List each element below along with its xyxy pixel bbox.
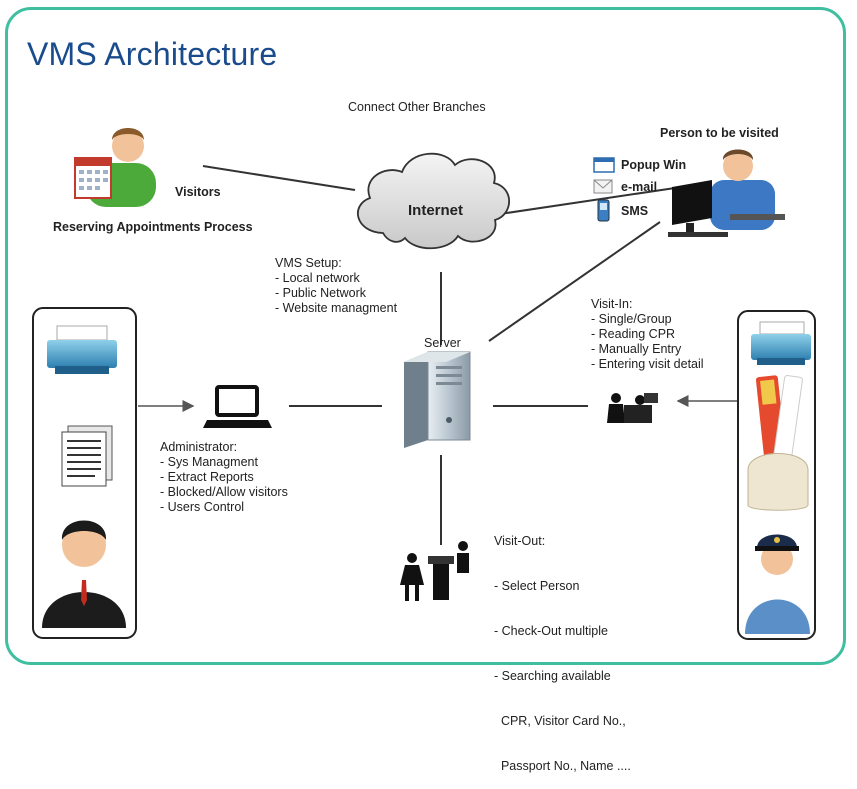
server-icon [404,351,471,448]
visit-out-line: - Select Person [494,579,580,593]
administrator-line: Administrator: [160,440,238,454]
diagram-title: VMS Architecture [27,36,278,72]
visit-in-line: Visit-In: [591,297,633,311]
laptop-icon [203,385,272,428]
email-icon [593,179,613,194]
vms-setup-line: - Public Network [275,286,366,300]
visit-out-line: Passport No., Name .... [494,759,631,773]
server-label: Server [424,336,461,350]
visit-in-line: - Single/Group [591,312,672,326]
connect-other-branches-label: Connect Other Branches [348,100,486,114]
notify-sms-label: SMS [621,204,649,218]
line-server-person [488,221,661,342]
line-internet-person [499,187,676,215]
vms-setup-text: VMS Setup: - Local network - Public Netw… [275,256,397,316]
internet-label: Internet [408,202,464,219]
popup-window-icon [593,157,615,173]
visit-out-line: Visit-Out: [494,534,546,548]
administrator-text: Administrator: - Sys Managment - Extract… [160,440,288,515]
documents-icon [61,425,113,487]
checkout-kiosk-icon [400,541,469,601]
left-device-panel [32,307,137,639]
admin-avatar-icon [42,520,126,628]
visit-out-line: - Searching available [494,669,611,683]
visit-in-line: - Reading CPR [591,327,676,341]
notify-popup-label: Popup Win [621,158,687,172]
line-visitors-internet [202,165,356,191]
visit-out-line: - Check-Out multiple [494,624,608,638]
administrator-line: - Extract Reports [160,470,254,484]
visitor-avatar-icon [74,128,156,207]
security-guard-icon [745,534,810,634]
person-at-computer-icon [668,149,785,237]
sms-phone-icon [597,199,610,222]
architecture-diagram [32,128,816,640]
person-to-be-visited-label: Person to be visited [660,126,779,140]
visit-in-line: - Manually Entry [591,342,682,356]
internet-cloud-icon [357,152,510,250]
vms-setup-line: - Local network [275,271,360,285]
printer-icon [47,325,117,374]
right-device-panel [737,310,816,640]
diagram-frame [5,7,846,665]
reserving-appointments-label: Reserving Appointments Process [53,220,253,234]
printer-icon-right [751,321,811,365]
administrator-line: - Sys Managment [160,455,258,469]
connectors [202,165,676,545]
administrator-line: - Users Control [160,500,245,514]
reception-desk-icon [607,393,658,423]
visit-in-line: - Entering visit detail [591,357,704,371]
card-reader-icon [747,375,809,511]
administrator-line: - Blocked/Allow visitors [160,485,288,499]
visit-in-text: Visit-In: - Single/Group - Reading CPR -… [591,297,704,372]
notify-email-label: e-mail [621,180,658,194]
visit-out-text: Visit-Out: - Select Person - Check-Out m… [494,504,631,789]
visitors-label: Visitors [175,185,221,199]
vms-setup-line: VMS Setup: [275,256,342,270]
visit-out-line: CPR, Visitor Card No., [494,714,626,728]
vms-setup-line: - Website managment [275,301,398,315]
